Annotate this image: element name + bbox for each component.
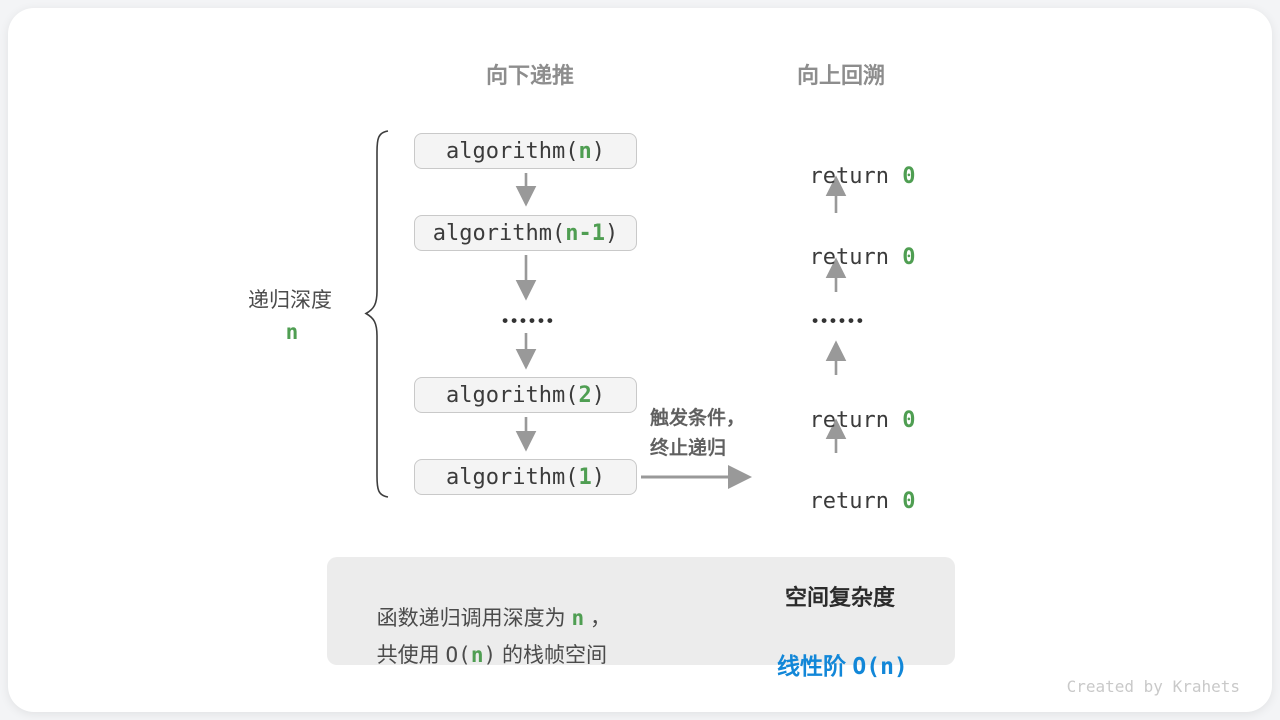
call-box-1: algorithm(1) <box>414 459 637 495</box>
return-row-3: return 0 <box>783 383 916 433</box>
return-keyword: return <box>809 164 903 189</box>
return-value: 0 <box>902 245 916 270</box>
return-value: 0 <box>902 489 916 514</box>
recursion-depth-value: n <box>285 320 299 344</box>
fn-name: algorithm( <box>446 382 579 408</box>
big-o-open: O( <box>445 643 471 667</box>
summary-text: 的栈帧空间 <box>496 644 607 667</box>
return-keyword: return <box>809 245 903 270</box>
fn-name: algorithm( <box>432 220 566 246</box>
result-big-o: O(n) <box>852 654 908 680</box>
summary-n: n <box>470 643 484 667</box>
credit-text: Created by Krahets <box>1066 677 1240 696</box>
summary-line-1: 函数递归调用深度为 n ， <box>365 584 612 631</box>
summary-text: ， <box>584 607 612 630</box>
right-ellipsis: •••••• <box>812 311 866 330</box>
space-complexity-result: 线性阶 O(n) <box>764 620 908 681</box>
summary-text: 函数递归调用深度为 <box>376 607 572 630</box>
trigger-note: 触发条件， 终止递归 <box>650 404 745 464</box>
summary-line-2: 共使用 O(n) 的栈帧空间 <box>365 621 607 668</box>
call-box-2: algorithm(2) <box>414 377 637 413</box>
left-ellipsis: •••••• <box>502 311 556 330</box>
fn-paren: ) <box>591 138 605 164</box>
return-row-1: return 0 <box>783 139 916 189</box>
return-keyword: return <box>809 489 903 514</box>
fn-arg: 2 <box>578 382 592 408</box>
summary-box <box>327 557 955 665</box>
return-row-2: return 0 <box>783 220 916 270</box>
fn-paren: ) <box>591 464 605 490</box>
trigger-note-line2: 终止递归 <box>650 438 727 459</box>
big-o-close: ) <box>483 643 497 667</box>
return-row-4: return 0 <box>783 464 916 514</box>
fn-arg: 1 <box>578 464 592 490</box>
fn-arg: n <box>578 138 592 164</box>
return-value: 0 <box>902 164 916 189</box>
return-keyword: return <box>809 408 903 433</box>
summary-n: n <box>571 606 585 630</box>
recursion-depth-label: 递归深度 <box>248 289 332 312</box>
header-downward-recursion: 向下递推 <box>485 63 575 88</box>
summary-text: 共使用 <box>376 644 446 667</box>
fn-arg: n-1 <box>565 220 605 246</box>
return-value: 0 <box>902 408 916 433</box>
fn-paren: ) <box>591 382 605 408</box>
result-label: 线性阶 <box>777 653 853 679</box>
call-box-n: algorithm(n) <box>414 133 637 169</box>
fn-name: algorithm( <box>446 464 579 490</box>
space-complexity-title: 空间复杂度 <box>784 585 896 610</box>
trigger-note-line1: 触发条件， <box>650 408 746 429</box>
header-upward-backtrack: 向上回溯 <box>796 63 886 88</box>
call-box-n-1: algorithm(n-1) <box>414 215 637 251</box>
fn-paren: ) <box>604 220 619 246</box>
fn-name: algorithm( <box>446 138 579 164</box>
